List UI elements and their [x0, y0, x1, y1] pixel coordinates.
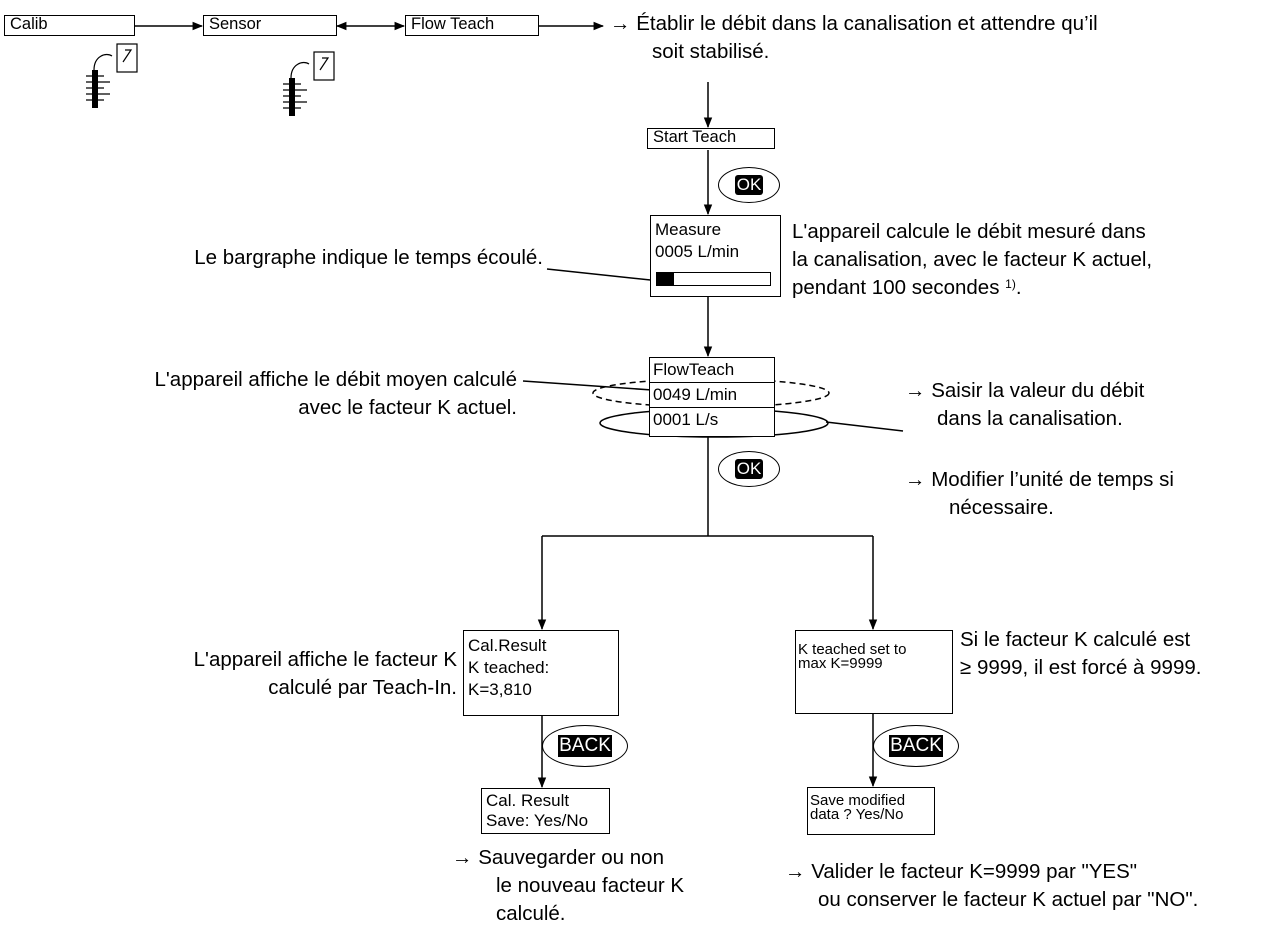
calc-note-line3: pendant 100 secondes 1).	[792, 276, 1022, 299]
display-cal-result-line2: K teached:	[468, 658, 550, 677]
display-flowteach: FlowTeach 0049 L/min 0001 L/s	[649, 357, 775, 437]
k-max-note: Si le facteur K calculé est ≥ 9999, il e…	[960, 626, 1201, 682]
footnote-mark: 1)	[1005, 277, 1016, 291]
enter-value-line1: → Saisir la valeur du débit	[905, 379, 1145, 402]
display-save-right-line1: Save modified	[810, 792, 906, 809]
display-flowteach-line3: 0001 L/s	[650, 407, 774, 432]
save-note: → Sauvegarder ou non le nouveau facteur …	[452, 844, 684, 928]
display-k-max-line1: K teached set to	[798, 641, 907, 658]
k-result-line1: L'appareil affiche le facteur K	[193, 648, 457, 671]
display-measure: Measure 0005 L/min	[650, 215, 781, 297]
establish-line2: soit stabilisé.	[652, 40, 770, 63]
display-flowteach-line2: 0049 L/min	[650, 382, 774, 407]
avg-note: L'appareil affiche le débit moyen calcul…	[10, 366, 517, 422]
establish-line1: → Établir le débit dans la canalisation …	[610, 12, 1098, 35]
validate-note: → Valider le facteur K=9999 par "YES" ou…	[785, 858, 1198, 914]
unit-leader	[825, 421, 904, 432]
ok-key: OK	[718, 451, 780, 487]
ok-key: OK	[718, 167, 780, 203]
display-cal-result-line1: Cal.Result	[468, 636, 547, 655]
display-save-right-line2: data ? Yes/No	[810, 806, 904, 823]
menu-flow-teach: Flow Teach	[405, 15, 539, 36]
display-save-right: Save modified data ? Yes/No	[807, 787, 935, 835]
menu-sensor-label: Sensor	[209, 15, 262, 33]
menu-sensor: Sensor	[203, 15, 337, 36]
avg-leader	[522, 380, 653, 391]
modify-unit-line1: → Modifier l’unité de temps si	[905, 468, 1174, 491]
calc-note-line3-text: pendant 100 secondes	[792, 276, 1000, 299]
back-key-label: BACK	[889, 735, 943, 757]
display-save-left-line1: Cal. Result	[486, 791, 570, 810]
sensor-probe-icon	[283, 51, 335, 116]
calc-note-line2: la canalisation, avec le facteur K actue…	[792, 248, 1153, 271]
avg-note-line1: L'appareil affiche le débit moyen calcul…	[154, 368, 517, 391]
display-cal-result-line3: K=3,810	[468, 680, 532, 699]
display-save-left: Cal. Result Save: Yes/No	[481, 788, 610, 834]
avg-note-line2: avec le facteur K actuel.	[298, 396, 517, 419]
k-result-note: L'appareil affiche le facteur K calculé …	[120, 646, 457, 702]
menu-calib: Calib	[4, 15, 135, 36]
display-k-max-line2: max K=9999	[798, 655, 883, 672]
establish-text: → Établir le débit dans la canalisation …	[610, 10, 1098, 66]
bargraph-note: Le bargraphe indique le temps écoulé.	[194, 246, 543, 269]
modify-unit-line2: nécessaire.	[949, 496, 1054, 519]
calc-note: L'appareil calcule le débit mesuré dans …	[792, 218, 1152, 302]
validate-note-line2: ou conserver le facteur K actuel par "NO…	[818, 888, 1199, 911]
back-key: BACK	[542, 725, 628, 767]
back-key-label: BACK	[558, 735, 612, 757]
calc-note-line1: L'appareil calcule le débit mesuré dans	[792, 220, 1146, 243]
k-result-line2: calculé par Teach-In.	[268, 676, 457, 699]
back-key: BACK	[873, 725, 959, 767]
display-cal-result: Cal.Result K teached: K=3,810	[463, 630, 619, 716]
save-note-line2: le nouveau facteur K	[496, 874, 685, 897]
save-note-line1: → Sauvegarder ou non	[452, 846, 664, 869]
display-save-left-line2: Save: Yes/No	[486, 811, 589, 830]
bargraph	[656, 272, 771, 286]
save-note-line3: calculé.	[496, 902, 566, 925]
k-max-line1: Si le facteur K calculé est	[960, 628, 1191, 651]
modify-unit-note: → Modifier l’unité de temps si nécessair…	[905, 466, 1174, 522]
ok-key-label: OK	[734, 175, 764, 195]
display-measure-line1: Measure	[655, 220, 722, 239]
bargraph-fill	[657, 273, 674, 285]
bargraph-leader	[546, 268, 661, 282]
display-measure-line2: 0005 L/min	[655, 242, 740, 261]
k-max-line2: ≥ 9999, il est forcé à 9999.	[960, 656, 1202, 679]
enter-value-line2: dans la canalisation.	[937, 407, 1123, 430]
display-k-max: K teached set to max K=9999	[795, 630, 953, 714]
enter-value-note: → Saisir la valeur du débit dans la cana…	[905, 377, 1144, 433]
display-flowteach-line1: FlowTeach	[653, 360, 735, 379]
ok-key-label: OK	[734, 459, 764, 479]
menu-start-teach-label: Start Teach	[653, 128, 737, 146]
validate-note-line1: → Valider le facteur K=9999 par "YES"	[785, 860, 1138, 883]
sensor-probe-icon	[86, 43, 138, 108]
menu-flow-teach-label: Flow Teach	[411, 15, 495, 33]
menu-start-teach: Start Teach	[647, 128, 775, 149]
menu-calib-label: Calib	[10, 15, 48, 33]
